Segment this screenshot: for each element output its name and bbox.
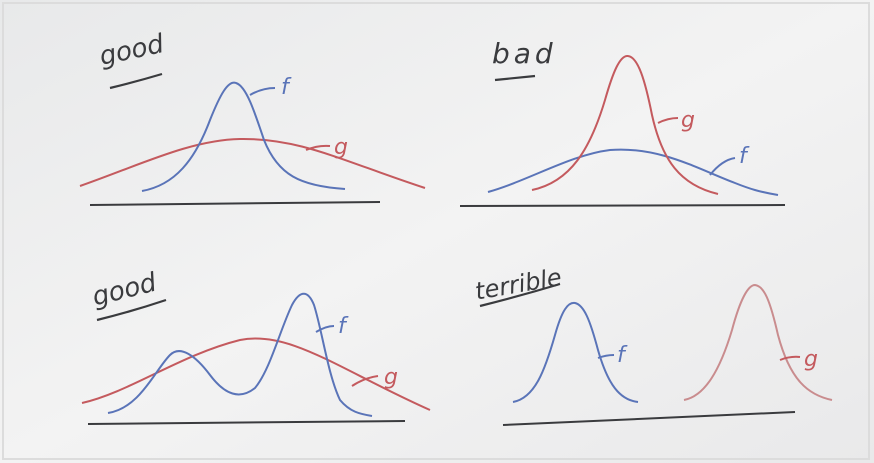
title-underline bbox=[494, 74, 536, 82]
leader-f bbox=[709, 157, 736, 176]
panel-bad: bad g f bbox=[459, 37, 786, 207]
curve-f bbox=[107, 292, 373, 417]
label-f: f bbox=[617, 343, 628, 368]
title-underline bbox=[96, 298, 167, 322]
leader-f bbox=[249, 87, 276, 96]
axis-line bbox=[502, 411, 796, 426]
label-f: f bbox=[739, 144, 750, 169]
curve-g bbox=[81, 337, 431, 411]
axis-line bbox=[87, 420, 406, 425]
curve-f bbox=[512, 301, 639, 403]
curve-f bbox=[487, 148, 779, 196]
panel-title: bad bbox=[492, 37, 557, 70]
label-g: g bbox=[681, 108, 695, 133]
curve-g bbox=[683, 283, 833, 401]
curve-g bbox=[79, 137, 426, 189]
title-underline bbox=[109, 72, 163, 90]
axis-line bbox=[459, 204, 786, 207]
panel-good-bottom: good f g bbox=[81, 268, 431, 425]
label-f: f bbox=[281, 75, 292, 100]
leader-g bbox=[305, 144, 331, 151]
leader-g bbox=[779, 355, 801, 361]
label-g: g bbox=[804, 347, 818, 372]
axis-line bbox=[89, 201, 381, 206]
curve-f bbox=[141, 81, 346, 192]
label-g: g bbox=[384, 365, 398, 390]
leader-g bbox=[351, 375, 379, 387]
leader-f bbox=[315, 325, 335, 333]
label-g: g bbox=[334, 135, 348, 160]
label-f: f bbox=[338, 314, 349, 339]
leader-f bbox=[597, 354, 615, 359]
leader-g bbox=[657, 117, 679, 124]
title-underline bbox=[479, 282, 561, 308]
curve-g bbox=[531, 55, 719, 195]
